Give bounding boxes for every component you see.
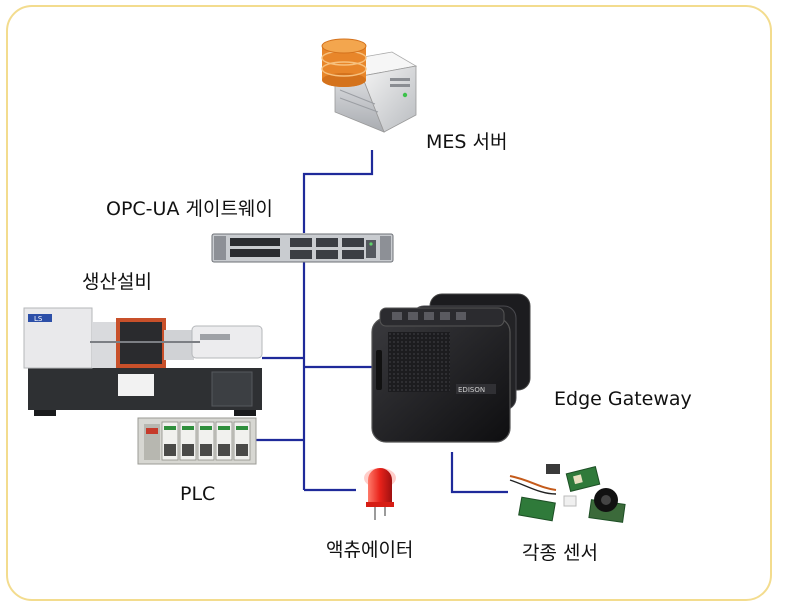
production-machine-icon: LS xyxy=(23,307,263,416)
machine-brand-text: LS xyxy=(34,315,43,323)
actuator-led-icon xyxy=(364,468,396,520)
line-mes-to-opcua xyxy=(302,150,374,233)
opcua-gateway-icon xyxy=(211,233,394,263)
label-actuator: 액츄에이터 xyxy=(326,539,414,561)
label-sensors: 각종 센서 xyxy=(522,542,598,564)
database-icon xyxy=(321,38,367,87)
mes-server-icon xyxy=(321,38,418,133)
edge-brand-text: EDISON xyxy=(458,386,485,394)
label-production-equipment: 생산설비 xyxy=(82,271,152,293)
connection-lines xyxy=(256,150,508,494)
label-opcua-gateway: OPC-UA 게이트웨이 xyxy=(106,198,273,220)
plc-icon xyxy=(137,417,257,465)
edge-gateway-icon: EDISON xyxy=(371,293,531,443)
label-plc: PLC xyxy=(180,483,216,505)
label-edge-gateway: Edge Gateway xyxy=(554,388,692,410)
label-mes-server: MES 서버 xyxy=(426,131,508,153)
line-edge-to-sensors xyxy=(450,452,508,494)
sensors-icon xyxy=(509,464,626,523)
